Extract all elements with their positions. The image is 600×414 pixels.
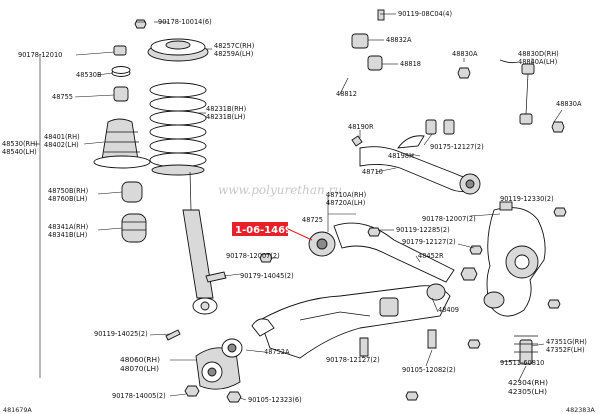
label-42305: 42305(LH) xyxy=(508,387,547,396)
label-90178-12007-left: 90178-12007(2) xyxy=(226,252,280,260)
stabilizer-link-part xyxy=(519,113,533,125)
leader-lines xyxy=(74,13,563,401)
label-48060: 48060(RH) xyxy=(120,355,160,364)
lower-arm-lower-part xyxy=(259,285,451,359)
label-42304: 42304(RH) xyxy=(508,378,548,387)
shock-absorber-assembly xyxy=(93,19,243,403)
highlight-box xyxy=(232,222,288,236)
highlight-leader xyxy=(287,228,313,241)
lower-arm-upper-part xyxy=(333,222,455,283)
label-48830a-top: 48830A xyxy=(452,50,478,58)
label-48832a: 48832A xyxy=(386,36,412,44)
label-48818: 48818 xyxy=(400,60,421,68)
label-48530: 48530(RH) xyxy=(2,140,38,148)
shock-body-part xyxy=(182,209,214,299)
label-48530b: 48530B xyxy=(76,71,102,79)
label-48231b-rh: 48231B(RH) xyxy=(206,105,246,113)
footer-left-ref: 481679A xyxy=(3,406,32,414)
label-48402: 48402(LH) xyxy=(44,141,79,149)
label-90105-12323: 90105-12323(6) xyxy=(248,396,302,404)
label-48752a: 48752A xyxy=(264,348,290,356)
bushing-part xyxy=(113,86,129,102)
label-48341b: 48341B(LH) xyxy=(48,231,87,239)
label-90119-12330: 90119-12330(2) xyxy=(500,195,554,203)
label-90175-12127: 90175-12127(2) xyxy=(430,143,484,151)
label-48720a: 48720A(LH) xyxy=(326,199,365,207)
label-90178-12007-right: 90178-12007(2) xyxy=(422,215,476,223)
coil-spring-part xyxy=(149,82,207,176)
label-90178-14005: 90178-14005(2) xyxy=(112,392,166,400)
label-90119-12285: 90119-12285(2) xyxy=(396,226,450,234)
label-48755: 48755 xyxy=(52,93,73,101)
lower-control-arms xyxy=(205,207,567,401)
label-48540: 48540(LH) xyxy=(2,148,37,156)
label-90119-14025: 90119-14025(2) xyxy=(94,330,148,338)
label-90178-12010: 90178-12010 xyxy=(18,51,62,59)
label-48812: 48812 xyxy=(336,90,357,98)
label-48830d: 48830D(RH) xyxy=(518,50,559,58)
label-48409: 48409 xyxy=(438,306,459,314)
label-90179-12127: 90179-12127(2) xyxy=(402,238,456,246)
nut-part xyxy=(113,45,127,56)
label-48070: 48070(LH) xyxy=(120,364,159,373)
upper-control-arm-assembly xyxy=(351,119,481,195)
label-48401: 48401(RH) xyxy=(44,133,80,141)
footer-right-ref: 482383A xyxy=(566,406,595,414)
highlight-text: 1-06-1469 xyxy=(235,225,292,236)
label-48231b-lh: 48231B(LH) xyxy=(206,113,245,121)
label-48725: 48725 xyxy=(302,216,323,224)
part-labels: 90178-10014(6) 90178-12010 48257C(RH) 48… xyxy=(2,10,587,404)
label-48760b: 48760B(LH) xyxy=(48,195,87,203)
label-48257c: 48257C(RH) xyxy=(214,42,254,50)
stabilizer-bushing-part xyxy=(351,33,369,49)
label-48710a: 48710A(RH) xyxy=(326,191,366,199)
label-90105-12082: 90105-12082(2) xyxy=(402,366,456,374)
bump-stop-upper-part xyxy=(121,181,143,203)
label-47351g: 47351G(RH) xyxy=(546,338,587,346)
label-48341a: 48341A(RH) xyxy=(48,223,88,231)
label-48840a: 48840A(LH) xyxy=(518,58,557,66)
bump-stop-lower-part xyxy=(121,213,147,243)
label-90178-10014: 90178-10014(6) xyxy=(158,18,212,26)
label-48750b: 48750B(RH) xyxy=(48,187,88,195)
lower-bolt-part xyxy=(165,329,181,341)
label-48259a: 48259A(LH) xyxy=(214,50,253,58)
steering-knuckle-assembly xyxy=(483,201,561,365)
label-90119-08c04: 90119-08C04(4) xyxy=(398,10,452,18)
label-48452r: 48452R xyxy=(418,252,444,260)
label-48190r: 48190R xyxy=(348,123,374,131)
highlight-callout[interactable]: 1-06-1469 xyxy=(232,222,313,241)
label-90179-14045: 90179-14045(2) xyxy=(240,272,294,280)
watermark: www.polyurethan.ru xyxy=(218,183,342,197)
label-48830a-right: 48830A xyxy=(556,100,582,108)
top-nut-part xyxy=(134,19,147,29)
stabilizer-bar-assembly xyxy=(309,9,565,133)
label-48198h: 48198H xyxy=(388,152,414,160)
label-48710: 48710 xyxy=(362,168,383,176)
label-47352f: 47352F(LH) xyxy=(546,346,585,354)
label-91511-60810: 91511-60810 xyxy=(500,359,544,367)
label-90178-12127: 90178-12127(2) xyxy=(326,356,380,364)
